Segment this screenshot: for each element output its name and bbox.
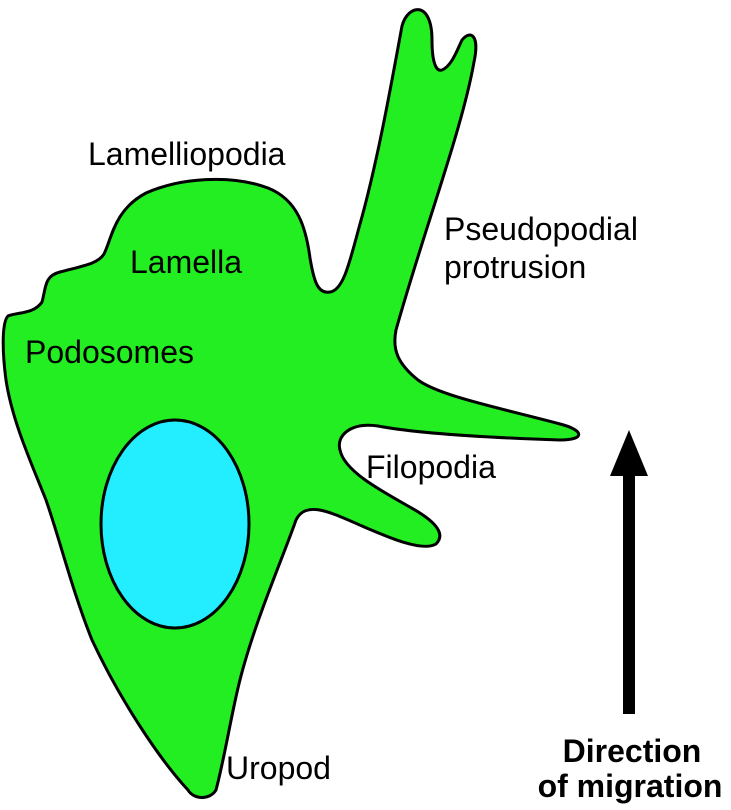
label-lamella: Lamella — [130, 244, 243, 280]
label-lamelliopodia: Lamelliopodia — [88, 136, 286, 172]
label-pseudopodial: Pseudopodial — [444, 211, 638, 247]
label-filopodia: Filopodia — [366, 449, 496, 485]
label-podosomes: Podosomes — [25, 334, 194, 370]
cell-body — [1, 8, 581, 799]
label-uropod: Uropod — [226, 750, 331, 786]
label-of-migration: of migration — [537, 768, 723, 804]
nucleus — [99, 418, 251, 630]
label-direction: Direction — [562, 733, 702, 769]
migration-arrow — [610, 430, 648, 714]
label-protrusion: protrusion — [444, 249, 587, 285]
